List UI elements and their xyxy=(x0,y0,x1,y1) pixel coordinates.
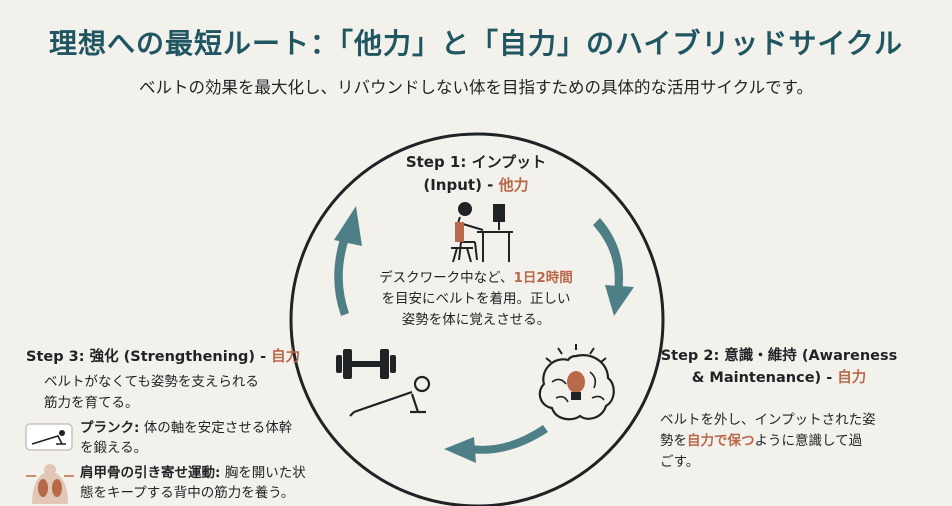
step1-title-line2: (Input) - 他力 xyxy=(376,174,576,197)
step1-title-input: (Input) - xyxy=(423,176,499,194)
step2-desc-line3: ごす。 xyxy=(660,454,700,470)
step1-title-accent: 他力 xyxy=(498,176,529,194)
step2-description: ベルトを外し、インプットされた姿 勢を自力で保つように意識して過 ごす。 xyxy=(660,410,910,473)
step1-desc-line1-prefix: デスクワーク中など、 xyxy=(379,270,514,286)
plank-mini-icon xyxy=(25,423,73,451)
shoulder-blade-icon xyxy=(26,464,74,504)
step3-item-shoulder: 肩甲骨の引き寄せ運動: 胸を開いた状 態をキープする背中の筋力を養う。 xyxy=(80,463,340,503)
step2-desc-line2-prefix: 勢を xyxy=(660,433,687,449)
cycle-circle xyxy=(289,132,665,506)
brain-lightbulb-icon xyxy=(538,344,615,421)
step3-item-plank: プランク: 体の軸を安定させる体幹 を鍛える。 xyxy=(80,418,320,458)
step2-desc-line2-suffix: ように意識して過 xyxy=(754,433,863,449)
step3-title: Step 3: 強化 (Strengthening) - 自力 xyxy=(26,345,326,366)
step3-item-shoulder-line1: 肩甲骨の引き寄せ運動: 胸を開いた状 xyxy=(80,463,340,483)
step1-desc-line3: 姿勢を体に覚えさせる。 xyxy=(401,312,551,328)
step3-description: ベルトがなくても姿勢を支えられる 筋力を育てる。 xyxy=(44,372,304,414)
step3-item-shoulder-text: 胸を開いた状 xyxy=(224,465,306,481)
step1-title: Step 1: インプット (Input) - 他力 xyxy=(376,151,576,197)
step3-desc-line2: 筋力を育てる。 xyxy=(44,395,139,411)
step2-desc-accent: 自力で保つ xyxy=(687,433,755,449)
arrow-step1-to-step2 xyxy=(593,218,634,316)
step3-title-accent: 自力 xyxy=(271,349,301,365)
step2-title-prefix: & Maintenance) - xyxy=(691,370,838,386)
step2-desc-line2: 勢を自力で保つように意識して過 xyxy=(660,431,910,452)
step1-desc-accent: 1日2時間 xyxy=(513,270,573,286)
step1-description: デスクワーク中など、1日2時間 を目安にベルトを着用。正しい 姿勢を体に覚えさせ… xyxy=(340,268,612,331)
step1-title-line1: Step 1: インプット xyxy=(405,153,547,171)
desk-worker-icon xyxy=(451,202,513,263)
step2-title-accent: 自力 xyxy=(837,370,867,386)
step3-item-plank-text: 体の軸を安定させる体幹 xyxy=(143,420,293,436)
step2-desc-line1: ベルトを外し、インプットされた姿 xyxy=(660,412,876,428)
step3-item-shoulder-line2: 態をキープする背中の筋力を養う。 xyxy=(80,485,295,501)
plank-person-icon xyxy=(349,375,431,417)
step2-title-line2: & Maintenance) - 自力 xyxy=(630,367,928,389)
page-title: 理想への最短ルート：「他力」と「自力」のハイブリッドサイクル xyxy=(48,27,904,60)
step1-desc-line1: デスクワーク中など、1日2時間 xyxy=(340,268,612,289)
step3-item-plank-line2: を鍛える。 xyxy=(80,440,148,456)
step3-desc-line1: ベルトがなくても姿勢を支えられる xyxy=(44,374,259,390)
step3-item-plank-label: プランク: xyxy=(80,420,140,436)
dumbbell-icon xyxy=(336,349,396,379)
step1-desc-line2: を目安にベルトを着用。正しい xyxy=(381,291,571,307)
step2-title: Step 2: 意識・維持 (Awareness & Maintenance) … xyxy=(630,345,928,389)
step3-item-plank-line1: プランク: 体の軸を安定させる体幹 xyxy=(80,418,320,438)
page-subtitle: ベルトの効果を最大化し、リバウンドしない体を目指すための具体的な活用サイクルです… xyxy=(138,78,814,97)
arrow-step3-to-step1 xyxy=(334,206,362,316)
step3-item-shoulder-label: 肩甲骨の引き寄せ運動: xyxy=(80,465,221,481)
step3-title-prefix: Step 3: 強化 (Strengthening) - xyxy=(26,349,272,365)
arrow-step2-to-step3 xyxy=(444,425,548,463)
step2-title-line1: Step 2: 意識・維持 (Awareness xyxy=(660,348,898,364)
